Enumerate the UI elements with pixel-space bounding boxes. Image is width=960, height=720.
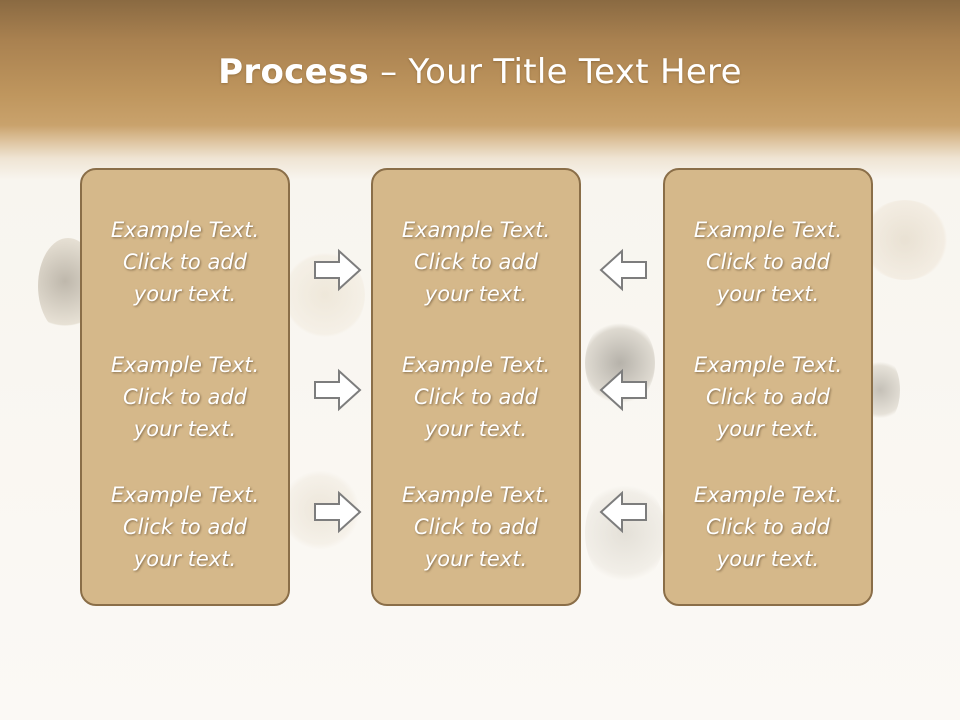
text-line: Click to add — [413, 250, 538, 274]
right-arrow-icon[interactable] — [313, 248, 363, 292]
panel-text-item[interactable]: Example Text. Click to add your text. — [373, 349, 579, 445]
title-bold-text: Process — [218, 52, 370, 92]
text-line: Click to add — [413, 385, 538, 409]
text-line: Click to add — [122, 250, 247, 274]
panel-text-item[interactable]: Example Text. Click to add your text. — [665, 214, 871, 310]
text-line: your text. — [716, 547, 820, 571]
text-line: your text. — [133, 547, 237, 571]
left-arrow-icon[interactable] — [598, 368, 648, 412]
slide-title[interactable]: Process – Your Title Text Here — [0, 52, 960, 92]
text-line: your text. — [424, 282, 528, 306]
panel-text-item[interactable]: Example Text. Click to add your text. — [665, 479, 871, 575]
left-arrow-icon[interactable] — [598, 490, 648, 534]
text-panel-middle[interactable]: Example Text. Click to add your text. Ex… — [371, 168, 581, 606]
text-line: your text. — [133, 417, 237, 441]
panel-text-item[interactable]: Example Text. Click to add your text. — [665, 349, 871, 445]
text-line: your text. — [424, 417, 528, 441]
text-line: Example Text. — [693, 353, 843, 377]
text-panel-right[interactable]: Example Text. Click to add your text. Ex… — [663, 168, 873, 606]
right-arrow-icon[interactable] — [313, 368, 363, 412]
text-line: your text. — [716, 282, 820, 306]
text-line: Click to add — [122, 515, 247, 539]
text-line: Example Text. — [401, 353, 551, 377]
text-line: Example Text. — [110, 483, 260, 507]
panel-text-item[interactable]: Example Text. Click to add your text. — [373, 214, 579, 310]
text-line: Click to add — [122, 385, 247, 409]
text-line: your text. — [716, 417, 820, 441]
text-line: Click to add — [705, 515, 830, 539]
text-line: Example Text. — [401, 483, 551, 507]
panel-text-item[interactable]: Example Text. Click to add your text. — [82, 214, 288, 310]
panel-text-item[interactable]: Example Text. Click to add your text. — [82, 349, 288, 445]
text-line: your text. — [424, 547, 528, 571]
panel-text-item[interactable]: Example Text. Click to add your text. — [373, 479, 579, 575]
background-photo-shape — [860, 200, 950, 280]
text-line: Example Text. — [110, 218, 260, 242]
text-line: Example Text. — [693, 483, 843, 507]
text-line: Click to add — [705, 250, 830, 274]
title-rest-text: – Your Title Text Here — [369, 52, 742, 92]
text-line: Example Text. — [401, 218, 551, 242]
text-line: Click to add — [705, 385, 830, 409]
text-panel-left[interactable]: Example Text. Click to add your text. Ex… — [80, 168, 290, 606]
text-line: Example Text. — [693, 218, 843, 242]
text-line: Example Text. — [110, 353, 260, 377]
background-photo-shape — [585, 478, 665, 588]
text-line: your text. — [133, 282, 237, 306]
text-line: Click to add — [413, 515, 538, 539]
panel-text-item[interactable]: Example Text. Click to add your text. — [82, 479, 288, 575]
left-arrow-icon[interactable] — [598, 248, 648, 292]
right-arrow-icon[interactable] — [313, 490, 363, 534]
